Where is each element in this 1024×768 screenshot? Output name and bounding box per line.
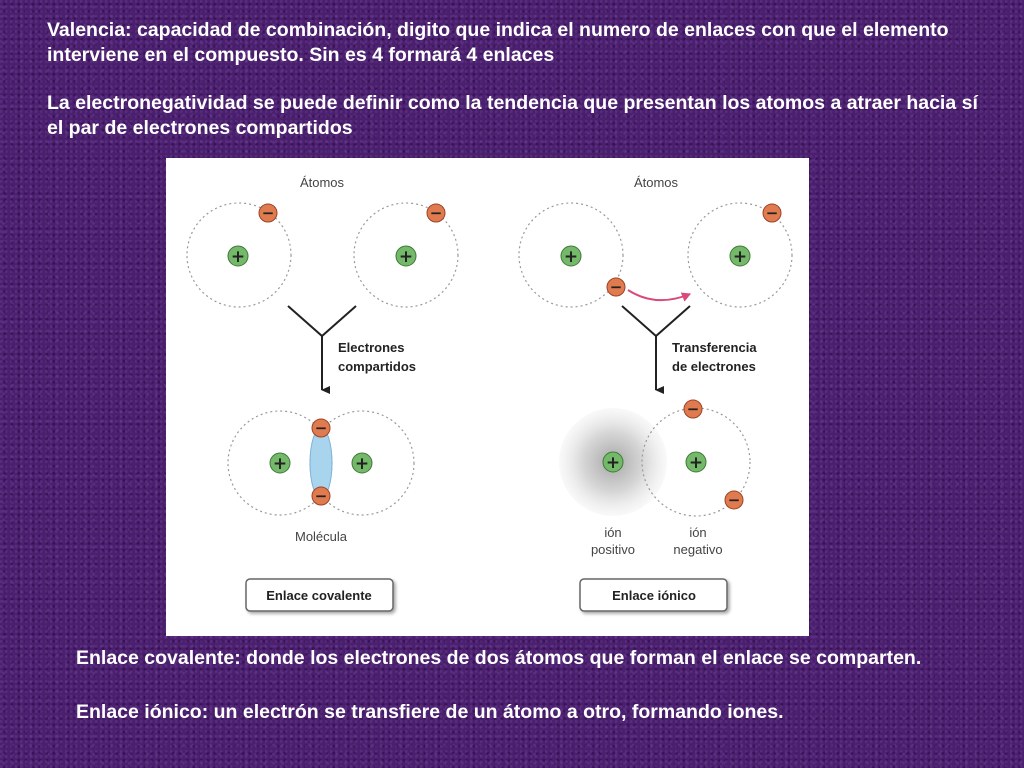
svg-text:−: − — [728, 491, 741, 509]
negative-ion-label-2: negativo — [673, 542, 722, 557]
nucleus-icon: + — [227, 245, 249, 267]
right-top-label: Átomos — [634, 175, 679, 190]
electron-icon: − — [683, 399, 703, 419]
left-atom-1-orbit — [186, 202, 292, 308]
svg-text:+: + — [231, 247, 245, 267]
electron-icon: − — [311, 418, 331, 438]
right-arrow-label-1: Transferencia — [672, 340, 757, 355]
electron-icon: − — [258, 203, 278, 223]
left-merge-arrow — [287, 305, 357, 390]
svg-text:−: − — [430, 204, 443, 222]
electron-transfer-arrow — [627, 289, 691, 302]
svg-text:−: − — [262, 204, 275, 222]
electron-icon: − — [606, 277, 626, 297]
left-atom-2-orbit — [353, 202, 459, 308]
electron-icon: − — [724, 490, 744, 510]
electron-icon: − — [762, 203, 782, 223]
ionico-paragraph: Enlace iónico: un electrón se transfiere… — [76, 701, 784, 723]
svg-text:+: + — [733, 247, 747, 267]
ionic-bond-box-label: Enlace iónico — [612, 588, 696, 603]
bond-diagram: Átomos + + − − Electrones compartidos + — [166, 158, 809, 636]
covalent-bond-box-label: Enlace covalente — [266, 588, 372, 603]
svg-text:−: − — [315, 487, 328, 505]
electronegatividad-paragraph: La electronegatividad se puede definir c… — [47, 92, 978, 139]
svg-text:+: + — [355, 454, 369, 474]
nucleus-icon: + — [729, 245, 751, 267]
svg-text:+: + — [399, 247, 413, 267]
covalente-paragraph: Enlace covalente: donde los electrones d… — [76, 647, 922, 669]
right-arrow-label-2: de electrones — [672, 359, 756, 374]
svg-text:−: − — [315, 419, 328, 437]
negative-ion-label-1: ión — [689, 525, 706, 540]
covalent-bond-box — [245, 578, 394, 612]
ionic-bond-box — [579, 578, 728, 612]
left-arrow-label-2: compartidos — [338, 359, 416, 374]
right-atom-1-orbit — [518, 202, 624, 308]
electron-icon: − — [311, 486, 331, 506]
electron-icon: − — [426, 203, 446, 223]
molecule-label: Molécula — [295, 529, 348, 544]
nucleus-icon: + — [351, 452, 373, 474]
nucleus-icon: + — [560, 245, 582, 267]
positive-ion-label-1: ión — [604, 525, 621, 540]
left-top-label: Átomos — [300, 175, 345, 190]
svg-text:−: − — [766, 204, 779, 222]
svg-text:+: + — [564, 247, 578, 267]
svg-text:+: + — [689, 453, 703, 473]
nucleus-icon: + — [269, 452, 291, 474]
svg-text:+: + — [606, 453, 620, 473]
positive-ion-label-2: positivo — [591, 542, 635, 557]
bond-diagram-svg: Átomos + + − − Electrones compartidos + — [186, 175, 793, 612]
negative-ion-orbit — [641, 407, 751, 517]
nucleus-icon: + — [685, 451, 707, 473]
right-merge-arrow — [621, 305, 691, 390]
nucleus-icon: + — [395, 245, 417, 267]
molecule-atom-2-orbit — [309, 410, 415, 516]
svg-text:−: − — [610, 278, 623, 296]
valencia-paragraph: Valencia: capacidad de combinación, digi… — [47, 19, 949, 66]
left-arrow-label-1: Electrones — [338, 340, 404, 355]
svg-text:+: + — [273, 454, 287, 474]
svg-text:−: − — [687, 400, 700, 418]
right-atom-2-orbit — [687, 202, 793, 308]
nucleus-icon: + — [602, 451, 624, 473]
